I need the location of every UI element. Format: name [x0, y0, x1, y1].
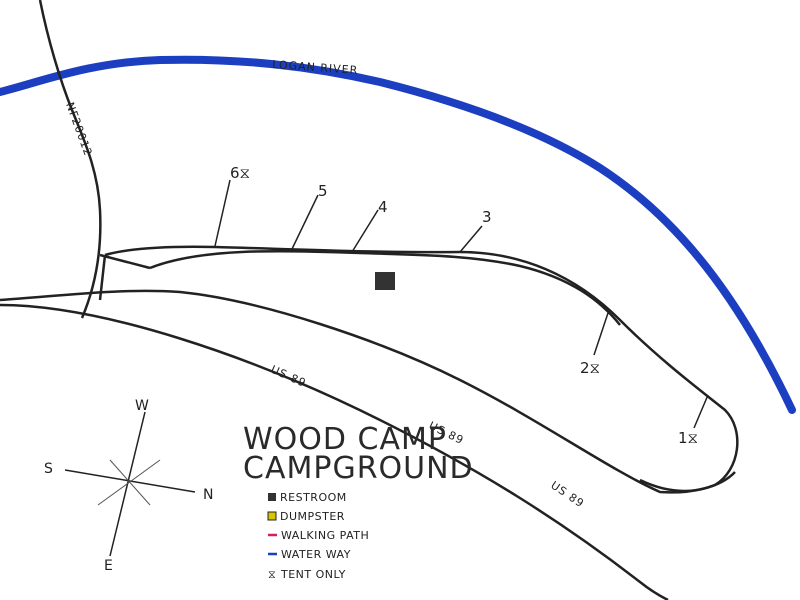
highway-label-1: US 89: [269, 363, 309, 390]
logan-river: [0, 55, 796, 414]
map-title-line2: CAMPGROUND: [243, 451, 474, 486]
site-4-label: 4: [378, 198, 388, 216]
legend-tent-only: TENT ONLY: [280, 568, 346, 581]
forest-road: [38, 0, 102, 319]
site-2-label: 2⧖: [580, 359, 600, 377]
campground-loop-inner: [149, 249, 621, 326]
river-label: LOGAN RIVER: [272, 58, 359, 77]
campground-loop: [104, 245, 739, 493]
map-title-line1: WOOD CAMP: [243, 422, 447, 457]
legend: RESTROOM DUMPSTER WALKING PATH WATER WAY…: [267, 491, 369, 581]
entrance-road-2: [98, 254, 107, 301]
highway-label-3: US 89: [548, 479, 586, 511]
tent-legend-icon: ⧖: [268, 568, 276, 581]
highway-edge-north: [0, 289, 736, 494]
legend-walking-path: WALKING PATH: [281, 529, 369, 542]
restroom-legend-icon: [268, 493, 276, 501]
site-3-label: 3: [482, 208, 492, 226]
compass-north: N: [203, 487, 213, 503]
legend-water-way: WATER WAY: [281, 548, 351, 561]
site-3-leader: [459, 225, 483, 253]
compass-south: S: [44, 461, 53, 477]
compass-rose: W S N E: [44, 398, 213, 574]
site-6-label: 6⧖: [230, 164, 250, 182]
dumpster-legend-icon: [267, 511, 277, 521]
site-5-leader: [291, 194, 319, 250]
highway-edge-south: [0, 303, 669, 600]
legend-dumpster: DUMPSTER: [280, 510, 345, 523]
site-1-label: 1⧖: [678, 429, 698, 447]
entrance-road: [99, 253, 151, 270]
site-6-leader: [214, 179, 231, 247]
site-1-leader: [693, 394, 709, 429]
compass-west: W: [135, 398, 149, 414]
forest-road-label: NF20012: [63, 101, 95, 159]
site-2-leader: [593, 312, 609, 356]
restroom-marker: [375, 272, 395, 290]
site-5-label: 5: [318, 182, 328, 200]
site-4-leader: [351, 209, 379, 253]
compass-east: E: [104, 558, 113, 574]
legend-restroom: RESTROOM: [280, 491, 347, 504]
